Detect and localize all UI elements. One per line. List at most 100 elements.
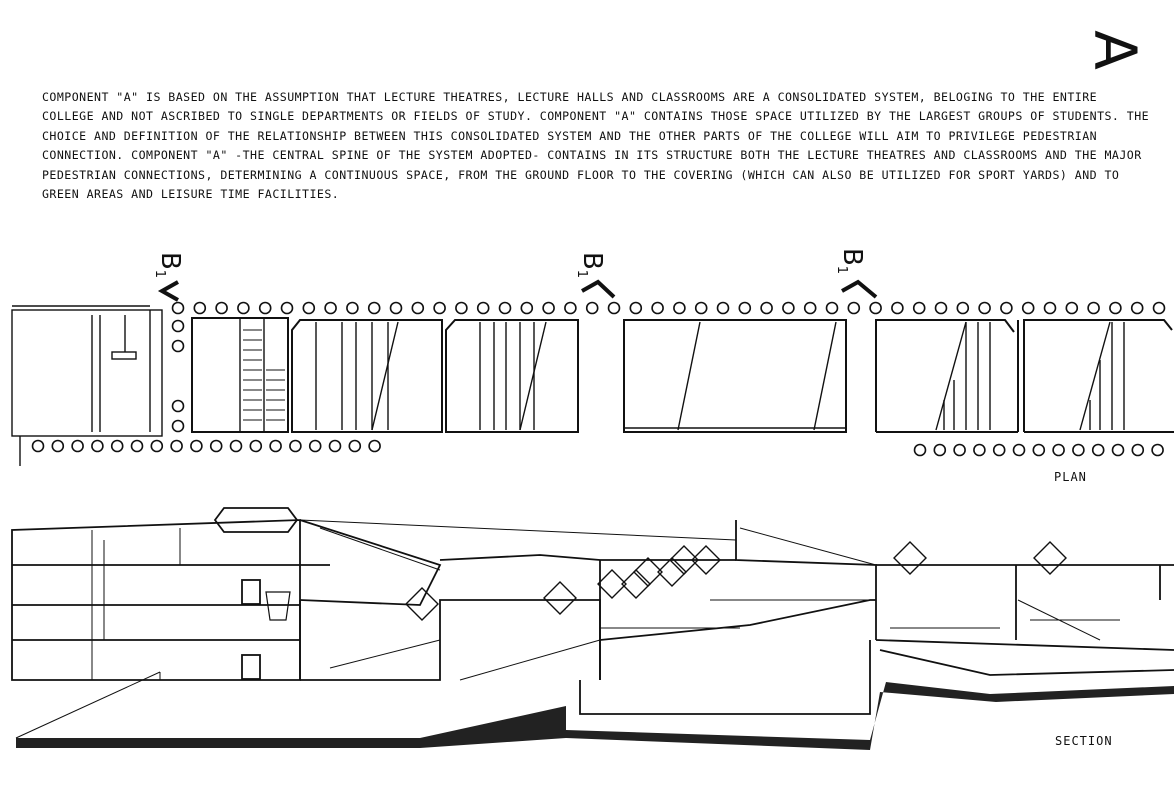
column-dot bbox=[782, 301, 795, 315]
column-dot bbox=[913, 443, 927, 457]
column-dot bbox=[433, 301, 446, 315]
column-dot bbox=[992, 443, 1006, 457]
column-dot bbox=[673, 301, 686, 315]
column-dot bbox=[629, 301, 643, 315]
column-dot bbox=[803, 301, 817, 315]
column-dot bbox=[190, 439, 203, 453]
section-diamonds bbox=[405, 541, 1067, 621]
column-dot bbox=[328, 439, 342, 453]
column-dot bbox=[455, 301, 468, 315]
section-building-left bbox=[11, 519, 301, 681]
column-dot bbox=[869, 301, 882, 315]
plan-room bbox=[1023, 319, 1173, 432]
plan-room bbox=[445, 319, 579, 433]
section-marker-sub: 1 bbox=[151, 269, 167, 279]
column-dot bbox=[651, 301, 664, 315]
column-dot bbox=[1052, 443, 1065, 457]
column-dot bbox=[716, 301, 730, 315]
section-drawing bbox=[11, 507, 1174, 750]
column-dot bbox=[91, 439, 104, 453]
column-dot bbox=[389, 301, 403, 315]
column-dot bbox=[476, 301, 490, 315]
plan-annex bbox=[11, 309, 163, 437]
roof-pavilion bbox=[213, 507, 299, 533]
section-marker-label-1: B1 bbox=[151, 245, 185, 285]
column-dot bbox=[411, 301, 425, 315]
column-dot bbox=[289, 439, 302, 453]
column-dot bbox=[934, 301, 948, 315]
plan-room bbox=[875, 319, 1015, 432]
column-dot bbox=[520, 301, 534, 315]
column-dot bbox=[171, 339, 185, 353]
column-dot bbox=[249, 439, 263, 453]
column-dot bbox=[193, 301, 207, 315]
column-dot bbox=[564, 301, 577, 315]
column-dot bbox=[150, 439, 164, 453]
plan-room bbox=[191, 317, 289, 433]
column-dot bbox=[258, 301, 272, 315]
column-dot bbox=[367, 301, 381, 315]
column-dot bbox=[1043, 301, 1057, 315]
plan-label: PLAN bbox=[1054, 470, 1087, 484]
plan-room bbox=[623, 319, 847, 433]
column-dot bbox=[978, 301, 991, 315]
column-dot bbox=[110, 439, 124, 453]
column-dot bbox=[1065, 301, 1079, 315]
section-marker-label-2: B1 bbox=[573, 245, 607, 285]
plan-columns bbox=[31, 301, 1166, 457]
column-dot bbox=[171, 399, 185, 413]
section-stepped-hall bbox=[299, 519, 442, 606]
column-dot bbox=[891, 301, 904, 315]
column-dot bbox=[933, 443, 947, 457]
intro-paragraph: COMPONENT "A" IS BASED ON THE ASSUMPTION… bbox=[42, 90, 1150, 202]
section-marker-letter: B bbox=[837, 247, 867, 266]
column-dot bbox=[348, 439, 362, 453]
column-dot bbox=[825, 301, 839, 315]
column-dot bbox=[71, 439, 84, 453]
column-dot bbox=[1091, 443, 1105, 457]
column-dot bbox=[1130, 301, 1144, 315]
section-marker-sub: 1 bbox=[573, 269, 589, 279]
plan-drawing bbox=[11, 279, 1174, 466]
column-dot bbox=[498, 301, 512, 315]
column-dot bbox=[302, 301, 316, 315]
column-dot bbox=[542, 301, 555, 315]
column-dot bbox=[368, 439, 381, 453]
column-dot bbox=[953, 443, 966, 457]
column-dot bbox=[269, 439, 282, 453]
section-label: SECTION bbox=[1055, 734, 1113, 748]
column-dot bbox=[1152, 301, 1166, 315]
column-dot bbox=[607, 301, 621, 315]
column-dot bbox=[1087, 301, 1100, 315]
section-marker-sub: 1 bbox=[833, 265, 849, 275]
component-letter: A bbox=[1081, 30, 1149, 70]
section-marker-letter: B bbox=[577, 251, 607, 270]
column-dot bbox=[1072, 443, 1085, 457]
column-dot bbox=[760, 301, 773, 315]
column-dot bbox=[215, 301, 228, 315]
section-marker-label-3: B1 bbox=[833, 241, 867, 281]
column-dot bbox=[1109, 301, 1122, 315]
column-dot bbox=[171, 419, 185, 433]
column-dot bbox=[1000, 301, 1013, 315]
column-dot bbox=[308, 439, 322, 453]
column-dot bbox=[973, 443, 986, 457]
column-dot bbox=[1032, 443, 1046, 457]
column-dot bbox=[324, 301, 337, 315]
column-dot bbox=[1021, 301, 1035, 315]
column-dot bbox=[51, 439, 65, 453]
column-dot bbox=[1012, 443, 1026, 457]
column-dot bbox=[585, 301, 599, 315]
column-dot bbox=[956, 301, 970, 315]
column-dot bbox=[171, 301, 185, 315]
column-dot bbox=[130, 439, 144, 453]
column-dot bbox=[1111, 443, 1125, 457]
column-dot bbox=[237, 301, 250, 315]
column-dot bbox=[847, 301, 861, 315]
section-marker-arrow bbox=[841, 279, 878, 299]
column-dot bbox=[171, 319, 185, 333]
column-dot bbox=[229, 439, 243, 453]
ground-slab bbox=[16, 682, 1174, 750]
column-dot bbox=[1151, 443, 1164, 457]
column-dot bbox=[170, 439, 183, 453]
